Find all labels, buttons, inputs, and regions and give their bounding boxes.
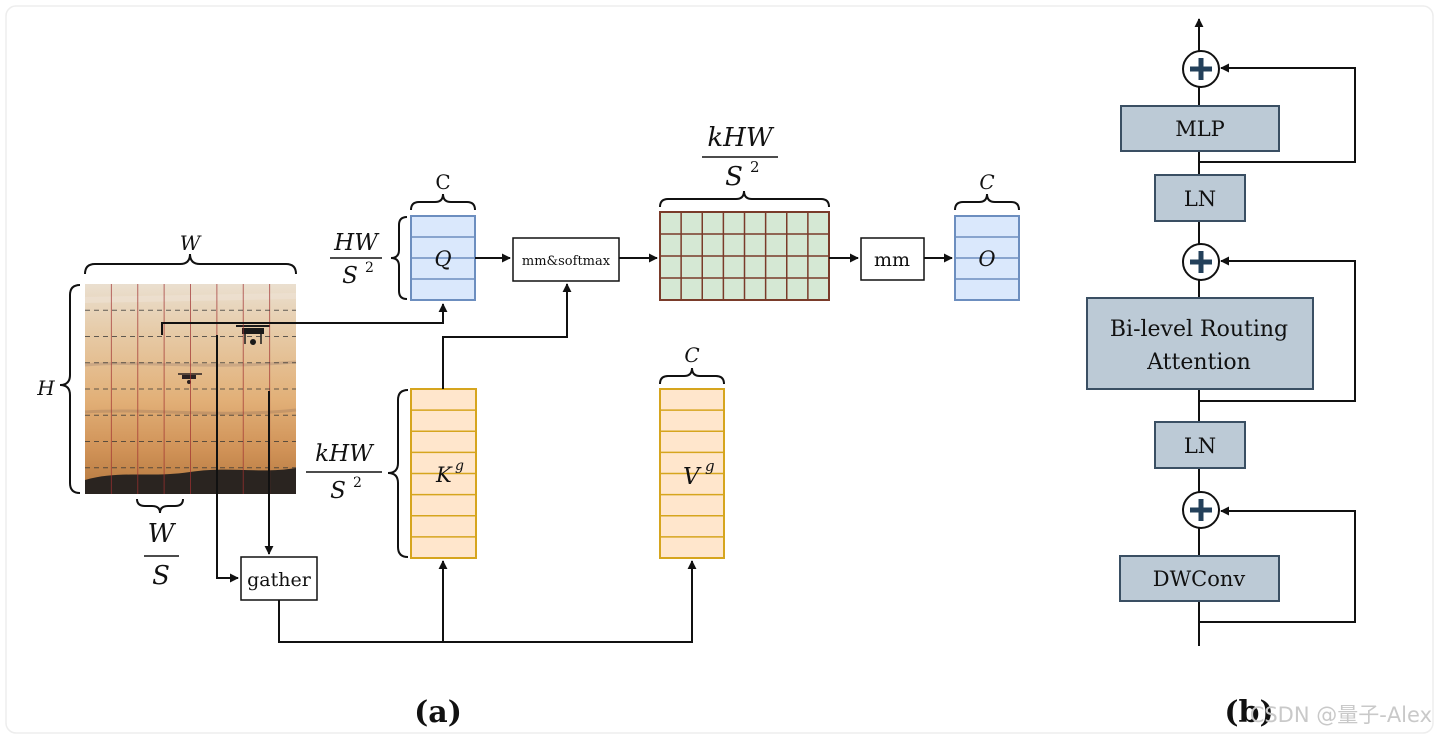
- mm-label: mm: [874, 249, 910, 271]
- routing-to-gather-arrow: [216, 335, 239, 583]
- height-brace: [59, 284, 81, 494]
- plus-icon-bottom: [1182, 491, 1220, 529]
- patch-width-numerator: W: [148, 519, 177, 549]
- diagram-a: W H W S Q C HW S 2 K g kHW S 2: [36, 123, 1020, 730]
- key-dim-exponent: 2: [353, 475, 362, 491]
- connectors-a: [161, 253, 953, 643]
- query-top-brace: [410, 193, 476, 211]
- diagram-b: DWConv LN Bi-level Routing Attention LN …: [1086, 18, 1356, 730]
- patch-width-denominator: S: [152, 561, 170, 591]
- key-matrix: K g: [410, 388, 477, 559]
- gather-label: gather: [247, 569, 312, 591]
- query-dim-top: C: [435, 170, 450, 194]
- width-brace: [84, 253, 297, 275]
- value-top-brace: [659, 367, 725, 385]
- attention-dim-exponent: 2: [750, 158, 760, 176]
- value-superscript: g: [705, 457, 715, 475]
- query-matrix: Q: [410, 215, 476, 301]
- patch-width-brace: [136, 498, 184, 514]
- attention-dim-denominator: S: [725, 162, 743, 192]
- ln-bottom-block: [1154, 421, 1246, 469]
- key-superscript: g: [455, 458, 464, 474]
- output-matrix: O: [954, 215, 1020, 301]
- connectors-b: [1194, 18, 1356, 646]
- residual-dwconv: [1199, 506, 1356, 623]
- attention-matrix: [659, 211, 830, 301]
- attention-dim-numerator: kHW: [707, 123, 774, 153]
- input-image: [84, 284, 297, 494]
- watermark: CSDN @量子-Alex: [1250, 703, 1432, 727]
- mm-softmax-box: [512, 237, 620, 282]
- drone-icon: [236, 325, 270, 345]
- mm-softmax-label: mm&softmax: [522, 254, 611, 269]
- ln-top-label: LN: [1184, 187, 1216, 211]
- mlp-block: [1120, 105, 1280, 152]
- mlp-label: MLP: [1175, 117, 1225, 141]
- ln-bottom-label: LN: [1184, 434, 1216, 458]
- key-to-mm-softmax-arrow: [442, 283, 572, 389]
- gather-box: [240, 556, 318, 601]
- plus-icon-middle: [1182, 243, 1220, 281]
- mm-box: [860, 237, 925, 281]
- value-label: V: [683, 464, 702, 490]
- query-dim-numerator: HW: [333, 230, 380, 256]
- key-dim-numerator: kHW: [315, 441, 375, 467]
- key-dim-denominator: S: [330, 478, 346, 504]
- bra-label-line2: Attention: [1146, 350, 1251, 375]
- plus-icon-top: [1182, 50, 1220, 88]
- bra-label-line1: Bi-level Routing: [1110, 317, 1288, 342]
- residual-attention: [1199, 256, 1356, 402]
- query-dim-denominator: S: [342, 263, 358, 289]
- key-left-brace: [387, 389, 409, 558]
- query-label: Q: [434, 247, 451, 271]
- value-dim-top: C: [684, 343, 699, 367]
- panel-border: [5, 5, 1434, 734]
- bi-level-routing-attention-block: [1086, 297, 1314, 390]
- output-top-brace: [954, 193, 1020, 211]
- caption-a: (a): [414, 695, 462, 730]
- residual-mlp: [1199, 63, 1356, 163]
- output-dim-top: C: [979, 170, 994, 194]
- height-label: H: [36, 376, 55, 400]
- dwconv-label: DWConv: [1153, 567, 1246, 591]
- width-label: W: [180, 231, 202, 255]
- key-label: K: [435, 463, 453, 487]
- query-left-brace: [390, 216, 408, 300]
- image-to-query-arrow: [161, 303, 448, 335]
- dwconv-block: [1119, 555, 1280, 602]
- query-dim-exponent: 2: [365, 260, 374, 276]
- attention-top-brace: [659, 190, 830, 208]
- output-label: O: [978, 247, 995, 271]
- gather-to-value-arrow: [278, 560, 697, 643]
- value-matrix: V g: [659, 388, 725, 559]
- ln-top-block: [1154, 174, 1246, 222]
- caption-b: (b): [1224, 695, 1273, 730]
